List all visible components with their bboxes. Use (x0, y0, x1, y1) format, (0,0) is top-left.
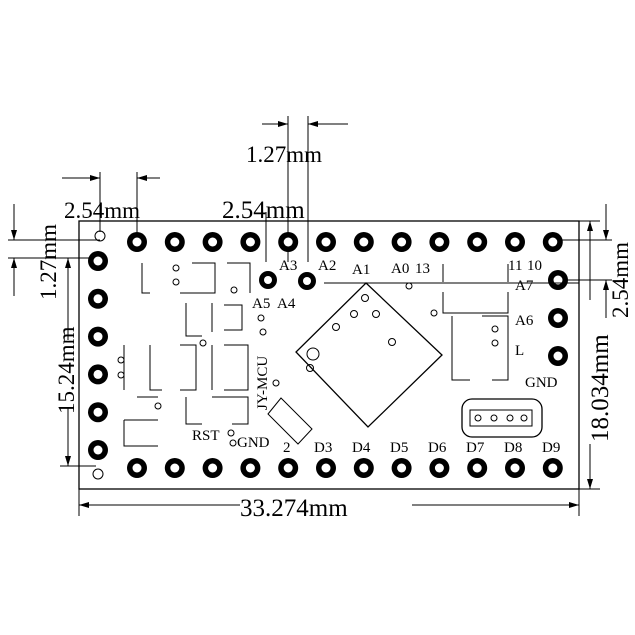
dim-left-height: 15.24mm (54, 257, 96, 467)
mount-hole (92, 468, 104, 480)
label-d5: D5 (390, 440, 408, 456)
dim-pitch-top-mid: 2.54mm (222, 197, 305, 224)
dim-label: 15.24mm (54, 326, 79, 414)
left-pin-header (88, 251, 108, 460)
dim-side-left: 1.27mm (8, 204, 100, 300)
label-d7: D7 (466, 440, 485, 456)
label-11: 11 (508, 258, 522, 274)
label-13: 13 (415, 261, 430, 277)
crystal (461, 398, 543, 438)
label-d3: D3 (314, 440, 332, 456)
label-l: L (515, 343, 524, 359)
dim-label: 1.27mm (246, 142, 322, 167)
components-right (405, 264, 543, 438)
label-a6: A6 (515, 313, 534, 329)
label-rst: RST (192, 428, 220, 444)
label-mcu: JY-MCU (255, 356, 271, 410)
mount-hole (94, 230, 106, 242)
label-a5: A5 (252, 296, 270, 312)
components-left (117, 262, 313, 447)
label-d9: D9 (542, 440, 560, 456)
label-a2: A2 (318, 258, 336, 274)
label-a1: A1 (352, 262, 370, 278)
label-gnd-right: GND (525, 375, 558, 391)
label-d8: D8 (504, 440, 522, 456)
board-outline (78, 220, 580, 490)
dim-board-height: 18.034mm (579, 220, 614, 490)
label-d6: D6 (428, 440, 447, 456)
dim-label: 18.034mm (587, 334, 614, 442)
dim-label: 33.274mm (240, 495, 348, 522)
dim-side-right: 2.54mm (558, 204, 633, 318)
label-pin-2: 2 (283, 440, 291, 456)
dim-pitch-top-left: 2.54mm (62, 172, 160, 232)
dim-pitch-small: 1.27mm (246, 116, 348, 262)
label-a4: A4 (277, 296, 296, 312)
bottom-pin-header (127, 458, 563, 478)
label-a7: A7 (515, 278, 534, 294)
dim-label: 2.54mm (608, 242, 633, 318)
right-pin-header (548, 270, 568, 366)
label-d4: D4 (352, 440, 371, 456)
dim-label: 1.27mm (36, 224, 61, 300)
dim-label: 2.54mm (64, 198, 140, 223)
dim-board-width: 33.274mm (78, 489, 580, 522)
label-gnd-bottom: GND (237, 435, 270, 451)
mcu-chip (295, 282, 443, 428)
top-pin-header (127, 232, 563, 252)
label-a0: A0 (391, 261, 409, 277)
label-10: 10 (527, 258, 542, 274)
label-a3: A3 (279, 258, 297, 274)
